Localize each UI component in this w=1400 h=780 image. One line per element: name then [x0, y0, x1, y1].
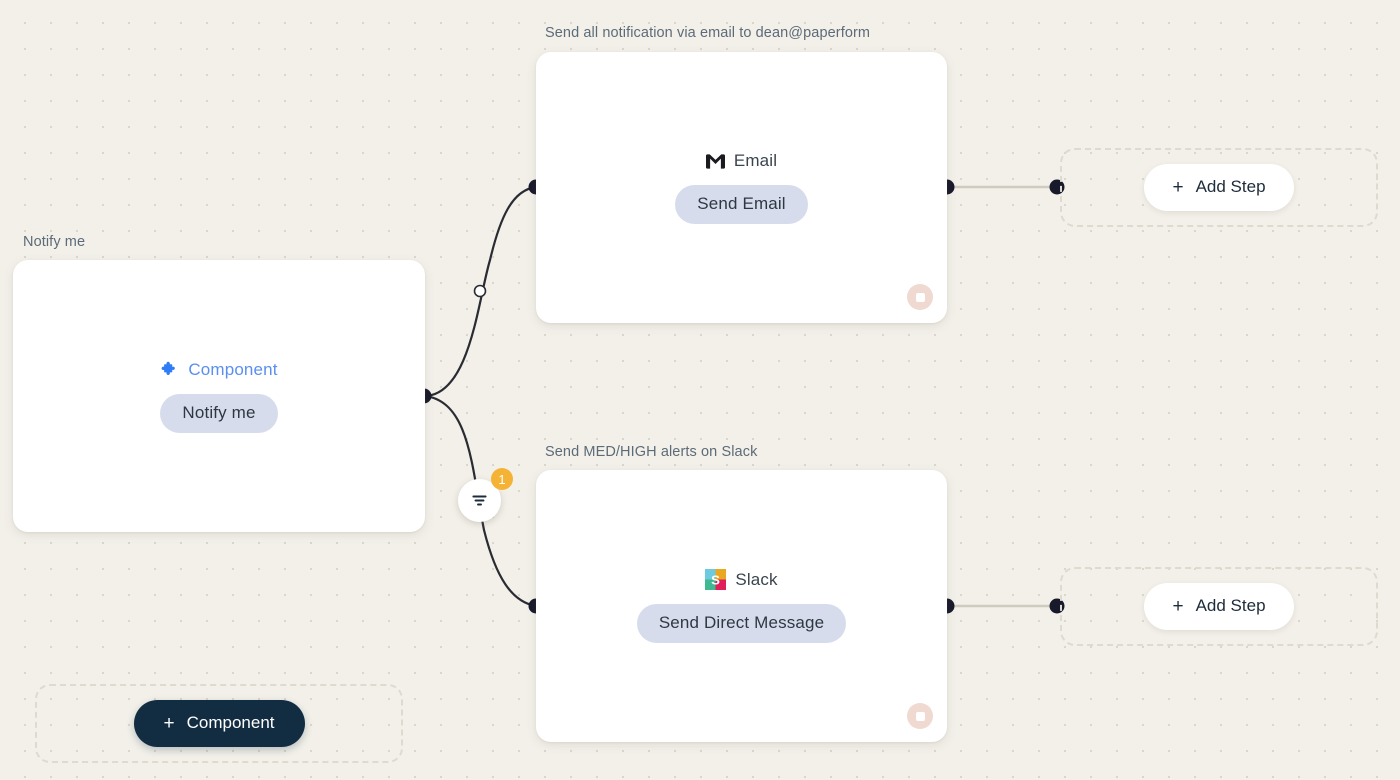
plus-icon: + — [1172, 595, 1184, 617]
slack-node-header: S Slack — [705, 569, 778, 590]
component-action-pill[interactable]: Notify me — [160, 393, 278, 433]
component-node[interactable]: Component Notify me — [13, 260, 425, 532]
add-step-email-zone[interactable]: + Add Step — [1060, 148, 1378, 227]
component-node-type-label: Component — [188, 359, 278, 379]
add-step-slack-zone[interactable]: + Add Step — [1060, 567, 1378, 646]
slack-icon: S — [705, 569, 727, 590]
component-node-header: Component — [160, 360, 277, 380]
add-component-button[interactable]: + Component — [133, 700, 305, 747]
add-step-email-label: Add Step — [1195, 177, 1266, 196]
email-node[interactable]: Email Send Email — [536, 52, 947, 323]
filter-count-badge: 1 — [491, 468, 513, 490]
slack-node[interactable]: S Slack Send Direct Message — [536, 470, 947, 742]
slack-node-type-label: Slack — [735, 569, 778, 589]
plus-icon: + — [1172, 176, 1184, 198]
add-component-label: Component — [186, 713, 275, 732]
add-step-email-button[interactable]: + Add Step — [1144, 164, 1294, 211]
email-node-type-label: Email — [733, 151, 778, 170]
plus-icon: + — [163, 712, 175, 734]
slack-action-pill[interactable]: Send Direct Message — [636, 604, 847, 643]
edge-component-to-email — [423, 185, 537, 398]
add-component-zone[interactable]: + Component — [35, 684, 403, 763]
svg-text:S: S — [711, 572, 720, 587]
slack-node-caption: Send MED/HIGH alerts on Slack — [545, 444, 758, 460]
edge-midpoint-handle — [473, 284, 487, 298]
add-step-slack-label: Add Step — [1195, 596, 1266, 615]
add-step-slack-button[interactable]: + Add Step — [1144, 583, 1294, 630]
filter-icon — [471, 492, 488, 509]
email-action-pill[interactable]: Send Email — [675, 185, 808, 224]
component-node-caption: Notify me — [23, 234, 86, 250]
puzzle-piece-icon — [160, 360, 179, 379]
filter-button[interactable]: 1 — [458, 468, 513, 522]
email-node-header: Email — [705, 151, 778, 171]
email-node-caption: Send all notification via email to dean@… — [545, 25, 871, 41]
stop-icon[interactable] — [907, 284, 933, 310]
stop-icon[interactable] — [907, 703, 933, 729]
gmail-icon — [705, 153, 725, 169]
